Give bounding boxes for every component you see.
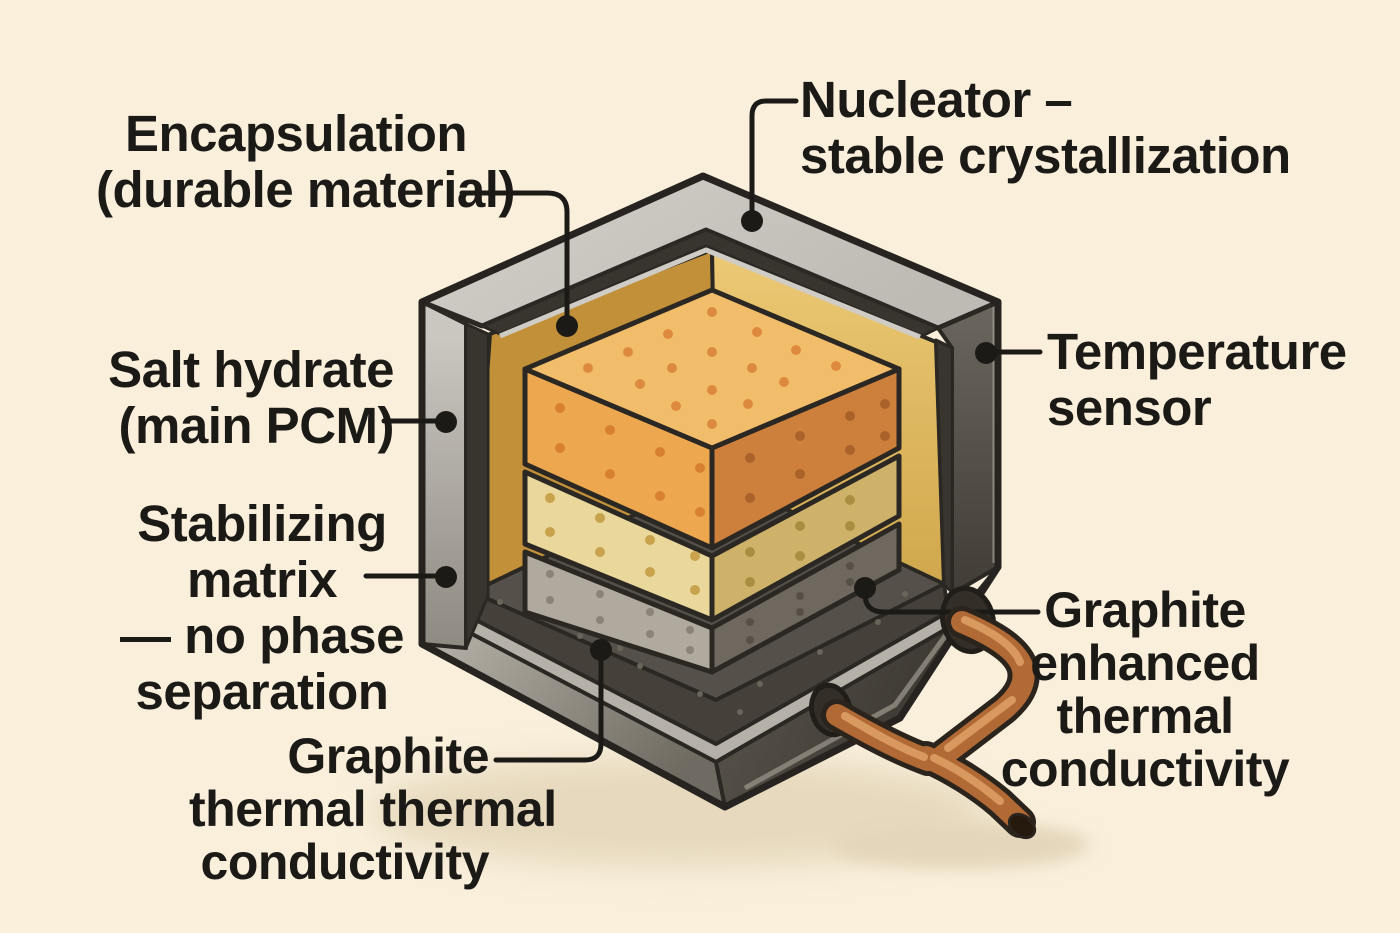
module bbox=[418, 172, 1002, 811]
label-line: stable crystallization bbox=[800, 127, 1291, 184]
label-line: thermal thermal bbox=[189, 781, 557, 837]
casing-left-wall bbox=[420, 300, 468, 650]
label-line: Salt hydrate bbox=[108, 341, 394, 398]
dot-stabilizing bbox=[435, 566, 457, 588]
pcm-top-face bbox=[522, 287, 902, 451]
dot-nucleator bbox=[741, 210, 763, 232]
label-line: (durable material) bbox=[96, 161, 515, 218]
pcm-top-speckles bbox=[583, 307, 841, 429]
label-line: Graphite bbox=[1044, 582, 1246, 638]
label-line: conductivity bbox=[200, 834, 490, 890]
gray-left-speckles bbox=[546, 570, 694, 654]
label-nucleator: Nucleator – stable crystallization bbox=[800, 72, 1291, 184]
leader-nucleator bbox=[749, 98, 799, 215]
casing-left-cut-strip bbox=[464, 322, 490, 650]
dot-salt-hydrate bbox=[435, 411, 457, 433]
leader-graphite-thermal bbox=[493, 655, 604, 763]
label-line: matrix bbox=[186, 551, 338, 608]
dot-temperature bbox=[975, 342, 997, 364]
orange-right-speckles bbox=[745, 399, 890, 503]
tan-right-speckles bbox=[745, 495, 855, 587]
label-line: thermal bbox=[1056, 688, 1234, 744]
label-temperature-sensor: Temperature sensor bbox=[1047, 324, 1347, 436]
pipe-end-cap bbox=[1007, 812, 1037, 840]
label-graphite-enhanced: Graphite enhanced thermal conductivity bbox=[980, 584, 1310, 796]
label-line: (main PCM) bbox=[118, 397, 395, 454]
label-stabilizing-matrix: Stabilizing matrix — no phase separation bbox=[112, 496, 412, 720]
leader-dots bbox=[435, 210, 997, 661]
tan-left-speckles bbox=[545, 493, 700, 595]
dot-encapsulation bbox=[556, 315, 578, 337]
label-line: sensor bbox=[1047, 379, 1212, 436]
label-line: enhanced bbox=[1030, 635, 1260, 691]
label-line: — no phase bbox=[119, 607, 405, 664]
label-encapsulation: Encapsulation (durable material) bbox=[96, 105, 515, 218]
label-graphite-thermal: Graphite thermal thermal conductivity bbox=[189, 728, 557, 890]
label-line: Stabilizing bbox=[137, 495, 387, 552]
dot-graphite-enhanced bbox=[854, 577, 876, 599]
dot-graphite-thermal bbox=[590, 639, 612, 661]
label-line: conductivity bbox=[1000, 741, 1290, 797]
gray-right-speckles bbox=[746, 562, 854, 644]
floor-speckles bbox=[497, 591, 908, 715]
label-line: Temperature bbox=[1047, 323, 1347, 380]
matrix-layer-right bbox=[709, 521, 902, 675]
label-line: Graphite bbox=[287, 728, 489, 784]
leader-encapsulation bbox=[459, 190, 570, 321]
label-line: separation bbox=[135, 663, 389, 720]
label-line: Encapsulation bbox=[124, 105, 468, 162]
orange-left-speckles bbox=[555, 403, 705, 517]
label-line: Nucleator – bbox=[800, 71, 1073, 128]
copper-pipe bbox=[821, 606, 1040, 840]
leader-lines bbox=[363, 98, 1043, 763]
label-salt-hydrate: Salt hydrate (main PCM) bbox=[94, 342, 394, 454]
